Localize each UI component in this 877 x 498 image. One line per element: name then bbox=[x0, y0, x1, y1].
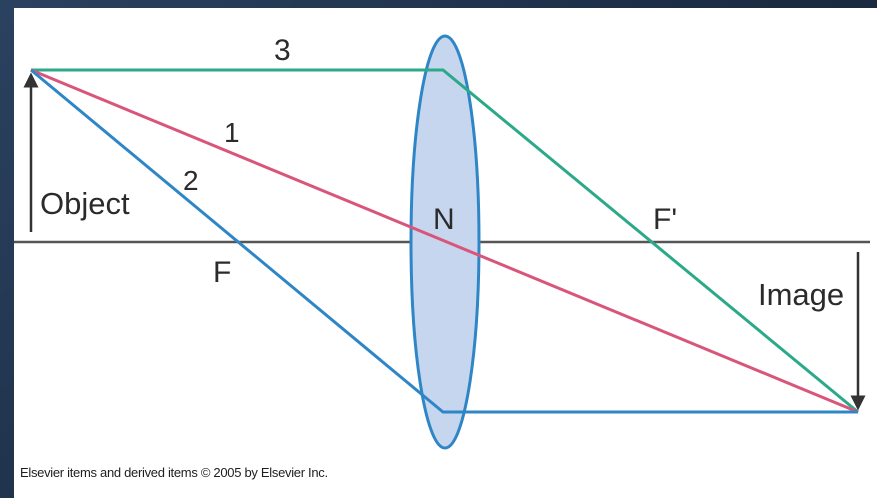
ray-3-line bbox=[31, 68, 859, 414]
image-label: Image bbox=[758, 277, 844, 312]
copyright-notice: Elsevier items and derived items © 2005 … bbox=[20, 465, 328, 480]
ray-1-label: 1 bbox=[224, 117, 240, 148]
focal-point-front-label: F bbox=[213, 256, 231, 289]
focal-point-back-label: F' bbox=[653, 203, 677, 236]
object-label: Object bbox=[40, 186, 130, 221]
nodal-point-label: N bbox=[433, 203, 455, 236]
ray-3-label: 3 bbox=[274, 34, 291, 67]
ray-2-line bbox=[30, 68, 858, 414]
ray-1-line bbox=[30, 68, 859, 414]
ray-2-label: 2 bbox=[183, 165, 199, 196]
